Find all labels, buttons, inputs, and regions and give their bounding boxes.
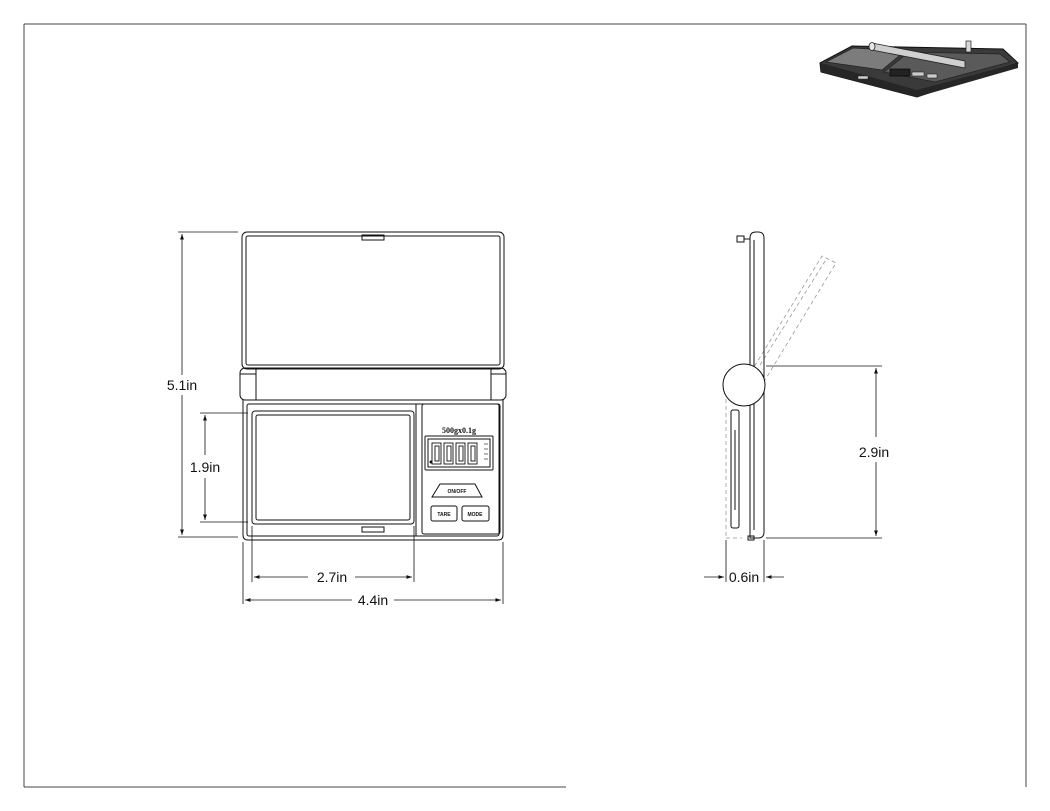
capacity-label: 500gx0.1g (442, 426, 476, 435)
dim-overall-height: 5.1in (167, 377, 197, 393)
control-panel (421, 403, 501, 535)
mode-button (461, 505, 490, 522)
lid-inner (245, 235, 501, 366)
side-dimensions (704, 365, 882, 582)
weighing-pan (251, 410, 415, 525)
lid-phantom (750, 255, 837, 381)
lcd-digits (431, 442, 478, 465)
base-outline (242, 400, 504, 541)
lid-outline (241, 231, 505, 370)
hinge-circle (722, 363, 766, 407)
tare-button-label: TARE (437, 512, 451, 518)
front-view (239, 231, 507, 541)
isometric-thumbnail (819, 40, 1019, 98)
dim-hinge-height: 2.9in (859, 444, 889, 460)
mode-button-label: MODE (468, 512, 484, 518)
lcd-display (424, 435, 494, 471)
tare-button (430, 505, 458, 522)
dim-overall-width: 4.4in (358, 592, 388, 608)
side-view (722, 231, 837, 541)
side-body (749, 231, 765, 539)
dim-thickness: 0.6in (729, 569, 759, 585)
hinge-bar (239, 367, 507, 401)
power-button-label: ON/OFF (448, 489, 467, 495)
front-dimensions (178, 231, 504, 604)
dim-pan-width: 2.7in (317, 569, 347, 585)
drawing-border (23, 23, 1027, 788)
power-button (431, 483, 483, 498)
dim-pan-height: 1.9in (190, 459, 220, 475)
base-latch (361, 526, 385, 533)
lid-latch (361, 234, 385, 241)
